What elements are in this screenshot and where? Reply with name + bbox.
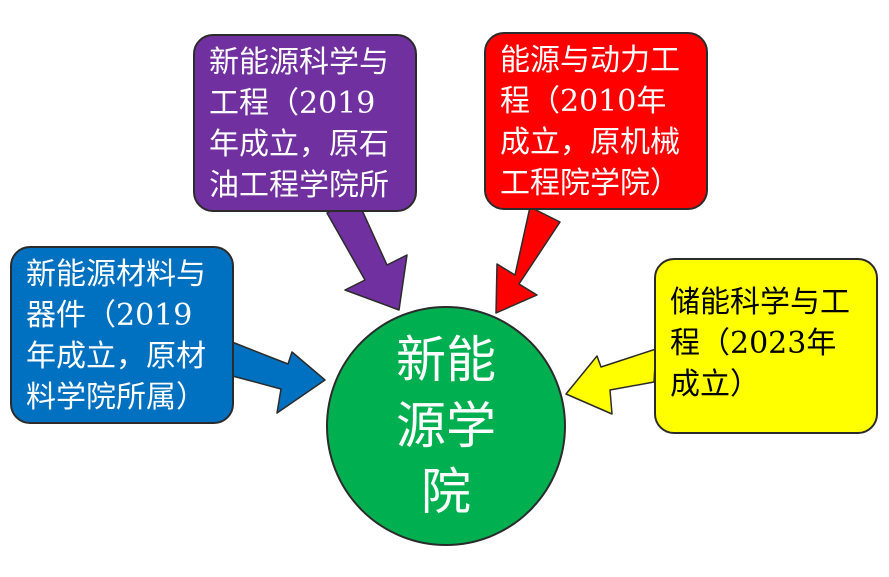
center-circle: 新能源学院 bbox=[326, 306, 566, 546]
unit-box-energy-storage: 储能科学与工程（2023年成立） bbox=[654, 258, 878, 434]
arrow-blue bbox=[224, 341, 326, 414]
center-label: 新能源学院 bbox=[396, 331, 496, 521]
unit-label-energy-power: 能源与动力工程（2010年成立，原机械工程院学院） bbox=[500, 43, 680, 201]
arrow-purple bbox=[326, 198, 408, 311]
unit-box-energy-power: 能源与动力工程（2010年成立，原机械工程院学院） bbox=[484, 32, 708, 210]
arrow-red bbox=[495, 206, 561, 314]
unit-label-energy-storage: 储能科学与工程（2023年成立） bbox=[670, 285, 850, 402]
unit-box-new-energy-science: 新能源科学与工程（2019年成立，原石油工程学院所属） bbox=[193, 34, 417, 212]
unit-label-new-energy-science: 新能源科学与工程（2019年成立，原石油工程学院所属） bbox=[209, 45, 389, 210]
unit-label-new-energy-materials: 新能源材料与器件（2019年成立，原材料学院所属） bbox=[26, 257, 206, 415]
arrow-yellow bbox=[565, 348, 657, 415]
unit-box-new-energy-materials: 新能源材料与器件（2019年成立，原材料学院所属） bbox=[10, 246, 234, 424]
